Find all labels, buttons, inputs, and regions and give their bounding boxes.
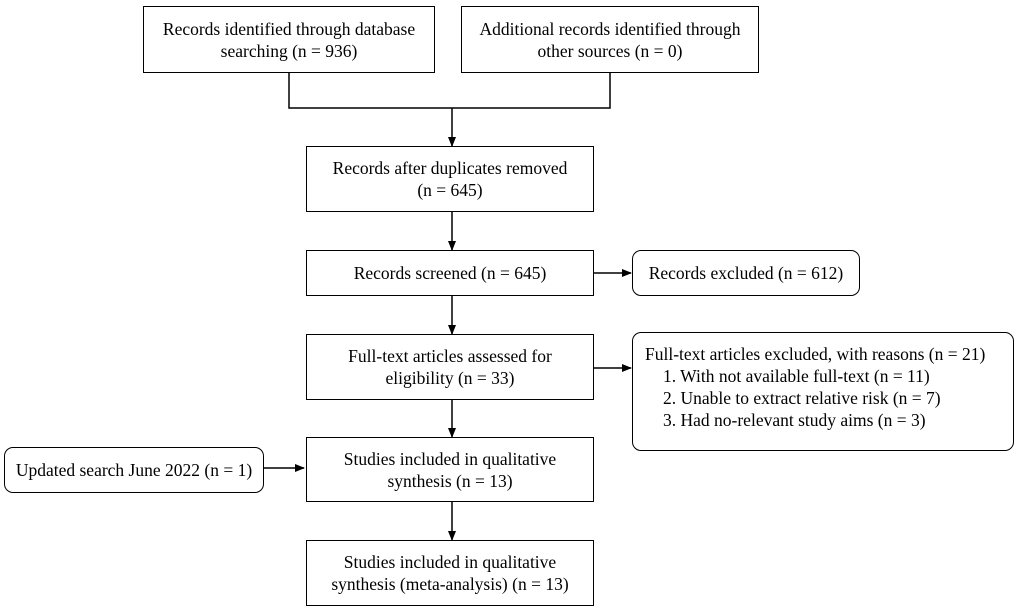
full-text-line-1: Full-text articles assessed for [348, 346, 552, 366]
screened-line-1: Records screened (n = 645) [353, 263, 547, 283]
other-sources-line-2: other sources (n = 0) [537, 40, 683, 61]
exclusion-reason: 3. Had no-relevant study aims (n = 3) [663, 410, 926, 430]
merge-connector [288, 73, 611, 109]
after-duplicates-line-1: Records after duplicates removed [332, 158, 568, 178]
qualitative-line-2: synthesis (n = 13) [387, 470, 513, 491]
qualitative-line-1: Studies included in qualitative [343, 448, 557, 469]
meta-analysis-box: Studies included in qualitative synthesi… [306, 540, 594, 606]
other-sources-line-1: Additional records identified through [479, 18, 741, 39]
after-duplicates-box: Records after duplicates removed (n = 64… [306, 146, 594, 212]
screened-box: Records screened (n = 645) [306, 250, 594, 296]
db-search-line-2: searching (n = 936) [220, 40, 358, 61]
meta-analysis-line-2: synthesis (meta-analysis) (n = 13) [331, 574, 569, 594]
exclusion-reason: 2. Unable to extract relative risk (n = … [663, 388, 941, 408]
excluded-box: Records excluded (n = 612) [632, 250, 860, 296]
full-text-excluded-box: Full-text articles excluded, with reason… [632, 332, 1014, 451]
db-search-box: Records identified through database sear… [143, 6, 435, 73]
other-sources-box: Additional records identified through ot… [461, 6, 759, 73]
full-text-box: Full-text articles assessed for eligibil… [306, 334, 594, 400]
qualitative-box: Studies included in qualitative synthesi… [306, 437, 594, 502]
after-duplicates-line-2: (n = 645) [417, 180, 483, 200]
meta-analysis-line-1: Studies included in qualitative [343, 552, 557, 572]
updated-search-line-1: Updated search June 2022 (n = 1) [15, 460, 253, 480]
full-text-excluded-title: Full-text articles excluded, with reason… [645, 344, 986, 364]
exclusion-reason: 1. With not available full-text (n = 11) [663, 366, 930, 386]
full-text-line-2: eligibility (n = 33) [385, 368, 515, 388]
excluded-line-1: Records excluded (n = 612) [648, 263, 844, 283]
updated-search-box: Updated search June 2022 (n = 1) [4, 447, 264, 493]
db-search-line-1: Records identified through database [162, 18, 416, 39]
exclusion-reasons-list: 1. With not available full-text (n = 11)… [645, 365, 1013, 431]
